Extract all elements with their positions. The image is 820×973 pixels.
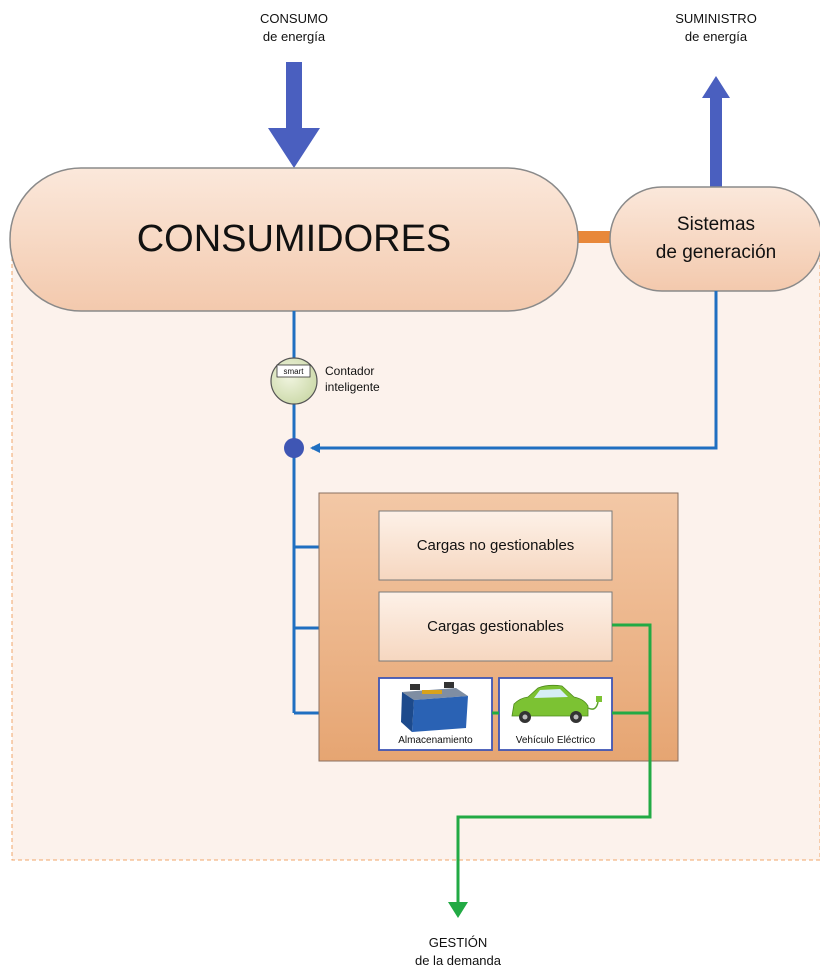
generation-link (576, 231, 616, 243)
gestion-arrow-head (448, 902, 468, 918)
suministro-label-line1: SUMINISTRO (675, 11, 757, 26)
generacion-label-line1: Sistemas (676, 214, 756, 235)
gestion-label-line1: GESTIÓN (428, 935, 488, 950)
smart-tag-label: smart (283, 366, 304, 376)
electric-car-icon (511, 684, 602, 723)
almacenamiento-label: Almacenamiento (398, 734, 473, 746)
generacion-label-line2: de generación (655, 242, 777, 263)
suministro-arrow (702, 76, 730, 190)
vehiculo-label: Vehículo Eléctrico (515, 734, 596, 746)
cargas-gestionables-label: Cargas gestionables (427, 618, 564, 635)
smart-tag-box (276, 364, 311, 378)
consumo-label-line1: CONSUMO (260, 11, 328, 26)
gestion-label: GESTIÓN de la demanda (398, 934, 518, 970)
suministro-label: SUMINISTRO de energía (656, 10, 776, 46)
cargas-no-gestionables-box (378, 510, 613, 581)
meter-label-line2: inteligente (325, 380, 380, 394)
consumidores-label: CONSUMIDORES (136, 218, 452, 260)
cargas-gestionables-box (378, 591, 613, 662)
suministro-label-line2: de energía (684, 29, 748, 44)
consumo-arrow (268, 62, 320, 168)
green-flow-lines (456, 623, 652, 905)
cargas-no-gestionables-label: Cargas no gestionables (416, 537, 575, 554)
consumo-label-line2: de energía (262, 29, 326, 44)
battery-icon (401, 682, 468, 732)
meter-label: Contador inteligente (325, 363, 380, 395)
generacion-label: Sistemas de generación (610, 187, 820, 291)
junction-node (284, 438, 304, 458)
consumo-label: CONSUMO de energía (234, 10, 354, 46)
gestion-label-line2: de la demanda (414, 953, 501, 968)
meter-label-line1: Contador (325, 364, 375, 378)
